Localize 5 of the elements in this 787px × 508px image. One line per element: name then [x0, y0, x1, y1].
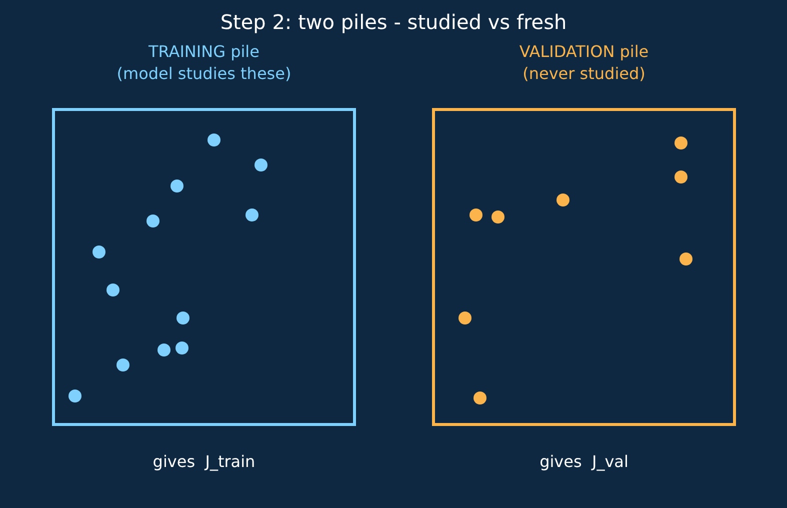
pile-heading: VALIDATION pile (never studied) — [519, 41, 649, 85]
pile-heading: TRAINING pile (model studies these) — [116, 41, 292, 85]
diagram-title: Step 2: two piles - studied vs fresh — [219, 9, 568, 35]
pile-caption: gives J_train — [152, 452, 256, 471]
pile-caption: gives J_val — [540, 452, 628, 471]
